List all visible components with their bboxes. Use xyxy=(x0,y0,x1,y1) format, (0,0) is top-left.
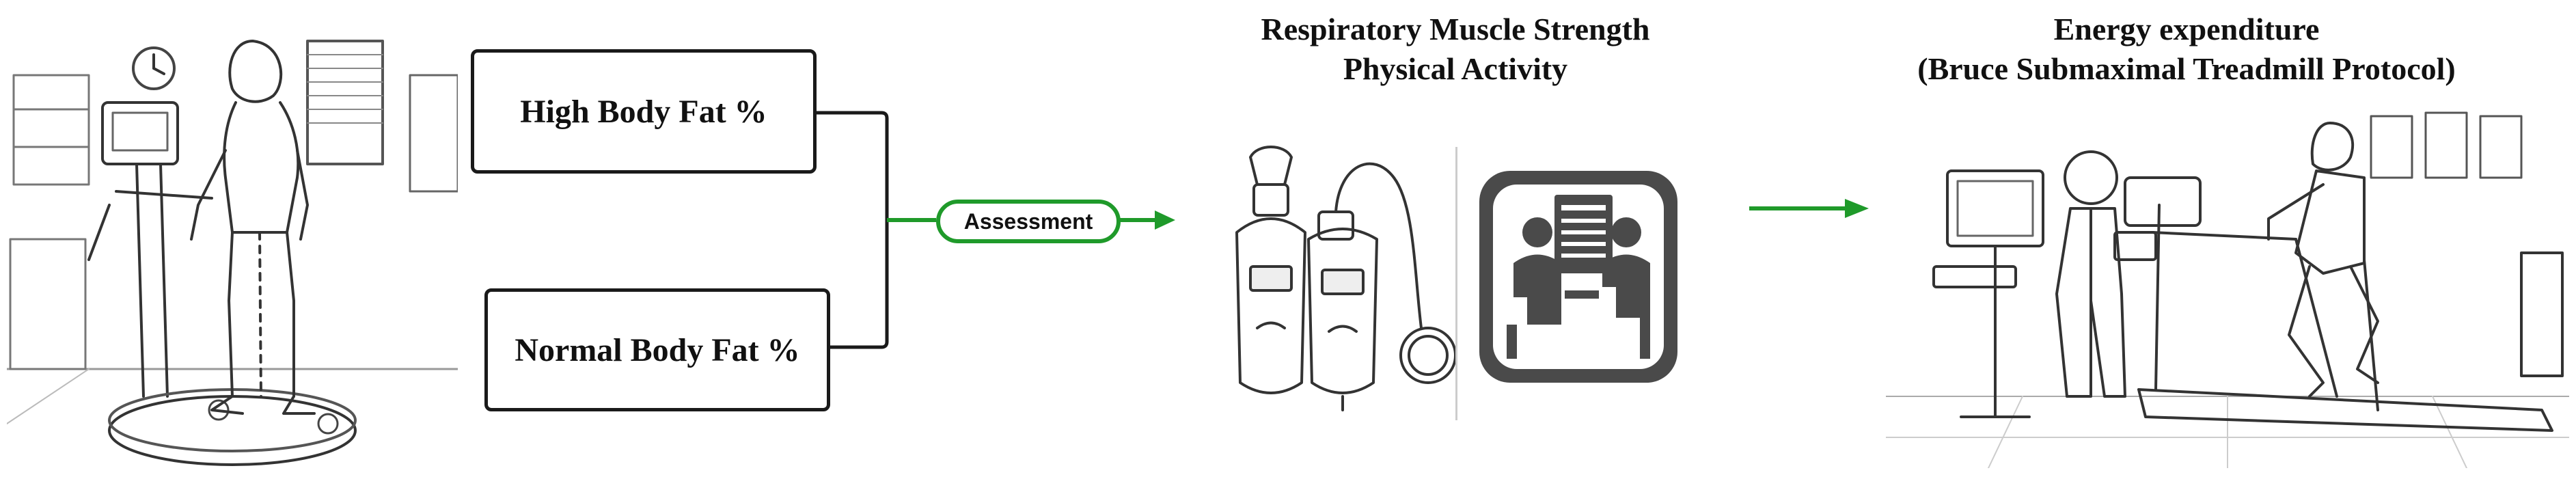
body-composition-scale-icon xyxy=(7,40,458,466)
center-title: Respiratory Muscle Strength Physical Act… xyxy=(1182,10,1729,89)
right-title-line2: (Bruce Submaximal Treadmill Protocol) xyxy=(1917,51,2456,86)
treadmill-test-icon xyxy=(1886,111,2569,468)
right-title: Energy expenditure (Bruce Submaximal Tre… xyxy=(1845,10,2528,89)
center-title-line1: Respiratory Muscle Strength xyxy=(1261,12,1650,46)
center-title-line2: Physical Activity xyxy=(1343,51,1568,86)
bracket-connector xyxy=(817,111,1175,349)
right-title-line1: Energy expenditure xyxy=(2053,12,2320,46)
assessment-pill: Assessment xyxy=(936,200,1121,243)
high-body-fat-label: High Body Fat % xyxy=(520,93,767,130)
normal-body-fat-label: Normal Body Fat % xyxy=(515,331,800,368)
energy-arrow xyxy=(1749,199,1869,218)
assessment-label: Assessment xyxy=(963,208,1093,234)
panel-divider xyxy=(1455,147,1457,420)
questionnaire-interview-icon xyxy=(1479,171,1677,383)
respiratory-meter-icon xyxy=(1235,146,1457,411)
high-body-fat-box: High Body Fat % xyxy=(471,49,817,174)
normal-body-fat-box: Normal Body Fat % xyxy=(484,288,830,411)
